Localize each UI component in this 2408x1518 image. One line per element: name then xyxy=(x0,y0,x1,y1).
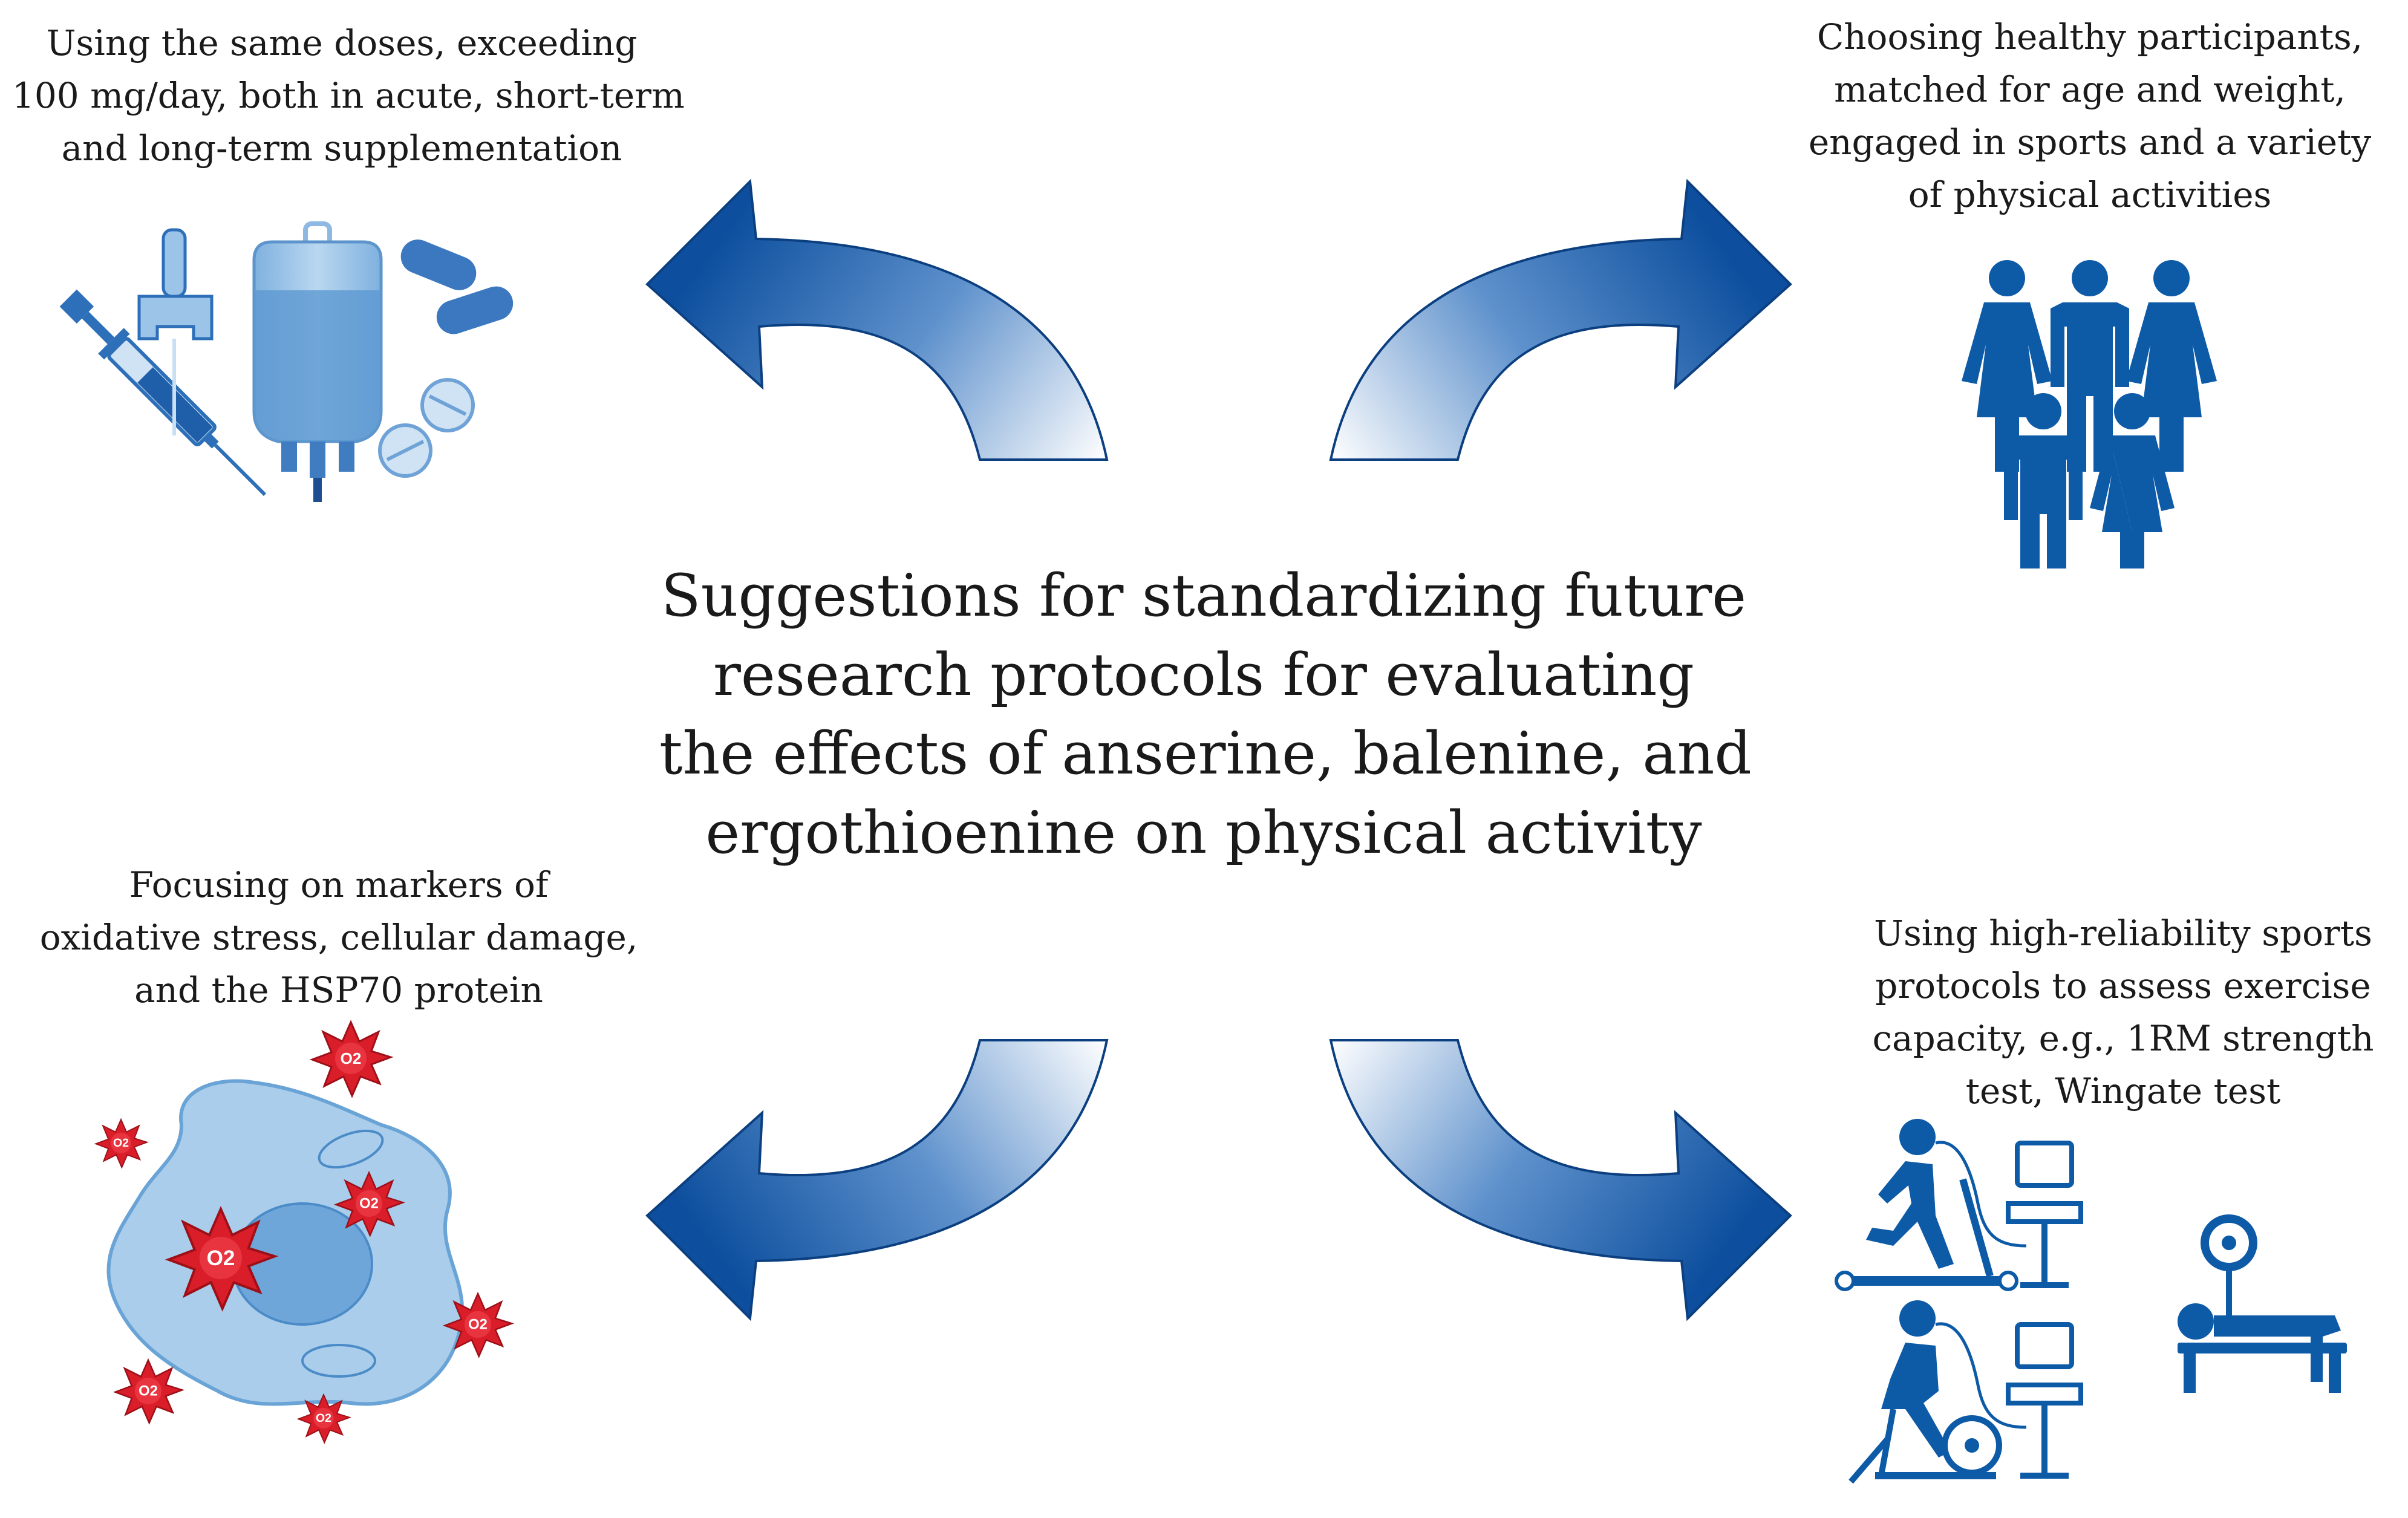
top-left-line: Using the same doses, exceeding xyxy=(46,22,638,64)
radical-label: O2 xyxy=(468,1317,488,1333)
bottom-left-suggestion: Focusing on markers of oxidative stress,… xyxy=(36,859,641,1017)
tablet-icon xyxy=(378,378,475,478)
arrow-to-bottom-right xyxy=(1329,1039,1792,1321)
bottom-right-line: capacity, e.g., 1RM strength xyxy=(1872,1018,2374,1059)
inhaler-icon xyxy=(137,228,214,435)
person-man-icon xyxy=(2051,260,2129,472)
bottom-right-line: Using high-reliability sports xyxy=(1874,913,2372,954)
cycle-ergometer-test-icon xyxy=(1848,1300,2083,1484)
treadmill-test-icon xyxy=(1835,1119,2083,1291)
top-right-line: engaged in sports and a variety xyxy=(1808,122,2372,163)
bottom-left-line: and the HSP70 protein xyxy=(134,969,543,1011)
central-title-line: Suggestions for standardizing future xyxy=(661,562,1747,630)
central-title: Suggestions for standardizing future res… xyxy=(659,556,1752,872)
central-title-line: research protocols for evaluating xyxy=(713,640,1694,709)
central-title-line: ergothioenine on physical activity xyxy=(705,798,1702,867)
bottom-right-line: test, Wingate test xyxy=(1965,1070,2281,1112)
radical-label: O2 xyxy=(316,1412,331,1425)
radical-label: O2 xyxy=(341,1049,362,1067)
person-woman-icon xyxy=(2126,260,2217,472)
bottom-left-line: oxidative stress, cellular damage, xyxy=(39,917,638,958)
bottom-left-line: Focusing on markers of xyxy=(129,864,549,905)
top-left-line: and long-term supplementation xyxy=(61,128,622,169)
person-child-girl-icon xyxy=(2090,393,2175,568)
radical-label: O2 xyxy=(113,1136,129,1150)
bottom-right-suggestion: Using high-reliability sports protocols … xyxy=(1845,907,2401,1118)
person-child-boy-icon xyxy=(2004,393,2083,568)
person-woman-icon xyxy=(1962,260,2052,472)
mitochondrion xyxy=(301,1344,376,1378)
radical-label: O2 xyxy=(359,1196,379,1212)
bench-press-icon xyxy=(2178,1214,2347,1393)
central-title-line: the effects of anserine, balenine, and xyxy=(659,720,1752,788)
top-right-line: matched for age and weight, xyxy=(1834,69,2346,110)
medication-doses-icon xyxy=(59,221,514,502)
radical-label: O2 xyxy=(207,1246,235,1270)
arrow-to-bottom-left xyxy=(645,1039,1109,1321)
iv-bag-icon xyxy=(252,221,383,502)
radical-label: O2 xyxy=(139,1383,158,1399)
arrow-to-top-left xyxy=(645,178,1109,461)
mitochondrion xyxy=(318,1129,384,1169)
participants-group-icon xyxy=(1962,260,2217,568)
top-left-line: 100 mg/day, both in acute, short-term xyxy=(12,75,685,116)
top-right-line: Choosing healthy participants, xyxy=(1816,16,2363,57)
oxidative-stress-cell-icon: O2 O2 O2 O2 O2 O2 O2 xyxy=(95,1021,513,1444)
top-right-suggestion: Choosing healthy participants, matched f… xyxy=(1772,11,2407,221)
top-right-line: of physical activities xyxy=(1908,174,2272,215)
bottom-right-line: protocols to assess exercise xyxy=(1875,965,2371,1006)
capsule-icon xyxy=(400,239,514,334)
top-left-suggestion: Using the same doses, exceeding 100 mg/d… xyxy=(12,17,685,175)
arrow-to-top-right xyxy=(1329,178,1792,461)
exercise-testing-icon xyxy=(1835,1119,2347,1484)
